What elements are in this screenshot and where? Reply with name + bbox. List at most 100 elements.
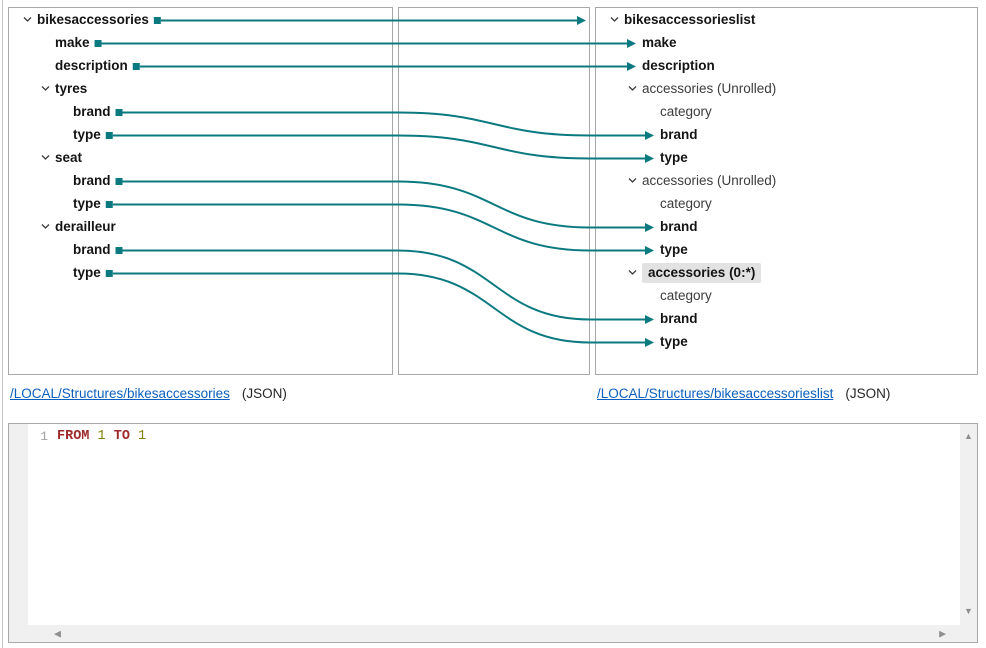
target-row-14-type[interactable]: type <box>596 330 977 353</box>
source-structure-link[interactable]: /LOCAL/Structures/bikesaccessories <box>10 386 230 401</box>
chevron-box[interactable] <box>624 173 640 189</box>
indent-spacer <box>37 58 53 74</box>
source-row-5-type[interactable]: type <box>9 123 392 146</box>
target-row-1-make[interactable]: make <box>596 31 977 54</box>
chevron-box[interactable] <box>37 81 53 97</box>
target-row-2-description[interactable]: description <box>596 54 977 77</box>
mapping-source-anchor-icon[interactable] <box>105 201 113 208</box>
mapping-source-anchor-icon[interactable] <box>94 40 102 47</box>
mapping-arrowhead-icon[interactable] <box>645 315 654 324</box>
scroll-left-icon[interactable]: ◀ <box>54 628 61 638</box>
chevron-down-icon <box>41 224 49 229</box>
dsl-code-editor[interactable]: 1 FROM 1 TO 1 ▲ ▼ ◀ ▶ <box>8 423 978 643</box>
indent-spacer <box>642 196 658 212</box>
mapping-source-anchor-icon[interactable] <box>115 247 123 254</box>
mapping-arrowhead-icon[interactable] <box>645 223 654 232</box>
scroll-right-icon[interactable]: ▶ <box>939 628 946 638</box>
target-row-6-type[interactable]: type <box>596 146 977 169</box>
source-row-6-seat[interactable]: seat <box>9 146 392 169</box>
editor-code-area[interactable]: FROM 1 TO 1 <box>54 424 960 625</box>
mapping-arrowhead-icon[interactable] <box>645 338 654 347</box>
target-row-13-brand[interactable]: brand <box>596 307 977 330</box>
mapping-arrowhead-icon[interactable] <box>645 131 654 140</box>
mapping-source-anchor-icon[interactable] <box>115 109 123 116</box>
tree-item-label: accessories (0:*) <box>642 262 762 283</box>
target-row-7-accessories-unrolled[interactable]: accessories (Unrolled) <box>596 169 977 192</box>
mapping-line-5[interactable] <box>122 180 645 229</box>
chevron-down-icon[interactable] <box>40 221 51 232</box>
target-row-0-bikesaccessorieslist[interactable]: bikesaccessorieslist <box>596 8 977 31</box>
source-row-3-tyres[interactable]: tyres <box>9 77 392 100</box>
mapping-source-anchor-icon[interactable] <box>153 17 161 24</box>
target-row-5-brand[interactable]: brand <box>596 123 977 146</box>
target-row-11-accessories-0[interactable]: accessories (0:*) <box>596 261 977 284</box>
tree-item-label: accessories (Unrolled) <box>642 81 777 96</box>
mapping-arrowhead-icon[interactable] <box>645 246 654 255</box>
chevron-down-icon[interactable] <box>22 14 33 25</box>
source-format-label: (JSON) <box>241 386 287 401</box>
chevron-down-icon[interactable] <box>627 267 638 278</box>
source-row-1-make[interactable]: make <box>9 31 392 54</box>
source-row-0-bikesaccessories[interactable]: bikesaccessories <box>9 8 392 31</box>
chevron-box[interactable] <box>624 81 640 97</box>
editor-horizontal-scrollbar[interactable]: ◀ ▶ <box>28 625 960 642</box>
indent-spacer <box>55 173 71 189</box>
mapping-arrowhead-icon[interactable] <box>627 39 636 48</box>
editor-vertical-scrollbar[interactable]: ▲ ▼ <box>960 424 977 642</box>
target-row-10-type[interactable]: type <box>596 238 977 261</box>
mapping-arrowhead-icon[interactable] <box>645 154 654 163</box>
source-row-4-brand[interactable]: brand <box>9 100 392 123</box>
tree-item-label: description <box>642 58 715 73</box>
chevron-down-icon[interactable] <box>627 83 638 94</box>
target-tree: bikesaccessorieslist make description acces… <box>596 8 977 374</box>
mapping-line-4[interactable] <box>112 134 645 160</box>
target-format-label: (JSON) <box>845 386 891 401</box>
token-number: 1 <box>97 429 106 444</box>
tree-item-label: type <box>660 334 688 349</box>
mapping-line-3[interactable] <box>122 111 645 137</box>
source-row-9-derailleur[interactable]: derailleur <box>9 215 392 238</box>
source-row-8-type[interactable]: type <box>9 192 392 215</box>
mapping-source-anchor-icon[interactable] <box>115 178 123 185</box>
mapping-arrowhead-icon[interactable] <box>577 16 586 25</box>
source-row-7-brand[interactable]: brand <box>9 169 392 192</box>
tree-item-label: seat <box>55 150 83 165</box>
chevron-box[interactable] <box>624 265 640 281</box>
chevron-down-icon[interactable] <box>40 83 51 94</box>
mapping-source-anchor-icon[interactable] <box>105 132 113 139</box>
chevron-down-icon <box>41 86 49 91</box>
chevron-box[interactable] <box>19 12 35 28</box>
mapping-line-6[interactable] <box>112 203 645 252</box>
chevron-down-icon[interactable] <box>40 152 51 163</box>
chevron-box[interactable] <box>37 219 53 235</box>
scroll-down-icon[interactable]: ▼ <box>964 606 973 616</box>
source-row-10-brand[interactable]: brand <box>9 238 392 261</box>
source-row-2-description[interactable]: description <box>9 54 392 77</box>
target-row-3-accessories-unrolled[interactable]: accessories (Unrolled) <box>596 77 977 100</box>
mapping-source-anchor-icon[interactable] <box>132 63 140 70</box>
mapping-line-8[interactable] <box>112 272 645 344</box>
scroll-up-icon[interactable]: ▲ <box>964 431 973 441</box>
chevron-box[interactable] <box>606 12 622 28</box>
token-keyword: TO <box>113 429 130 444</box>
target-row-12-category[interactable]: category <box>596 284 977 307</box>
mapping-arrowhead-icon[interactable] <box>627 62 636 71</box>
source-row-11-type[interactable]: type <box>9 261 392 284</box>
mapping-source-anchor-icon[interactable] <box>105 270 113 277</box>
target-row-4-category[interactable]: category <box>596 100 977 123</box>
token-keyword: FROM <box>57 429 90 444</box>
tree-item-label: category <box>660 288 712 303</box>
tree-item-label: brand <box>73 104 111 119</box>
target-row-8-category[interactable]: category <box>596 192 977 215</box>
tree-item-label: accessories (Unrolled) <box>642 173 777 188</box>
tree-item-label: derailleur <box>55 219 116 234</box>
tree-item-label: description <box>55 58 128 73</box>
chevron-box[interactable] <box>37 150 53 166</box>
target-structure-link[interactable]: /LOCAL/Structures/bikesaccessorieslist <box>597 386 834 401</box>
chevron-down-icon[interactable] <box>609 14 620 25</box>
mapping-line-7[interactable] <box>122 249 645 321</box>
indent-spacer <box>55 127 71 143</box>
tree-item-label: bikesaccessorieslist <box>624 12 756 27</box>
target-row-9-brand[interactable]: brand <box>596 215 977 238</box>
chevron-down-icon[interactable] <box>627 175 638 186</box>
